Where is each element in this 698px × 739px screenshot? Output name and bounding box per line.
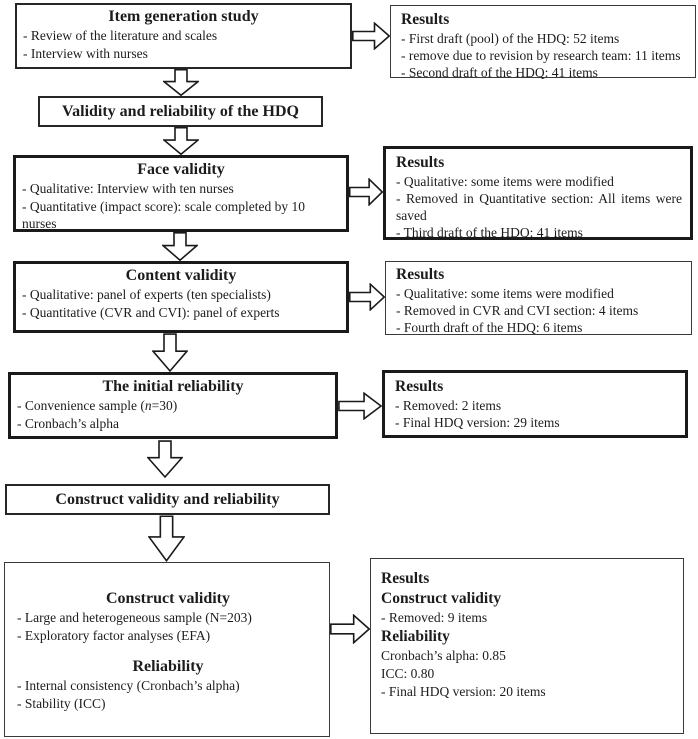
results-line: - Qualitative: some items were modified bbox=[396, 286, 614, 301]
text-span: =30) bbox=[151, 398, 178, 413]
box-line: - Quantitative (CVR and CVI): panel of e… bbox=[22, 304, 280, 320]
results-heading: Results bbox=[401, 11, 450, 28]
box-line: - Review of the literature and scales bbox=[23, 28, 218, 43]
results-heading: Results bbox=[381, 570, 430, 587]
item-generation-box: Item generation study - Review of the li… bbox=[15, 3, 352, 69]
box-line: - Internal consistency (Cronbach’s alpha… bbox=[17, 678, 240, 693]
results-line: - Second draft of the HDQ: 41 items bbox=[401, 65, 598, 80]
box-line: - Convenience sample (n=30) bbox=[11, 397, 335, 415]
construct-validity-banner: Construct validity and reliability bbox=[5, 484, 330, 515]
box-title: The initial reliability bbox=[102, 378, 244, 395]
box-line: - Quantitative (impact score): scale com… bbox=[22, 198, 306, 232]
results-heading: Results bbox=[396, 266, 445, 283]
text-span: - Convenience sample ( bbox=[17, 398, 145, 413]
results-line: - Final HDQ version: 29 items bbox=[395, 415, 560, 430]
content-validity-box: Content validity - Qualitative: panel of… bbox=[13, 261, 349, 333]
section-title: Construct validity bbox=[106, 590, 230, 607]
arrow-down-icon bbox=[148, 515, 185, 562]
validity-reliability-banner: Validity and reliability of the HDQ bbox=[38, 96, 323, 127]
arrow-down-icon bbox=[162, 232, 198, 261]
box-line: - Cronbach’s alpha bbox=[17, 415, 119, 431]
text-span: n bbox=[144, 398, 152, 413]
face-validity-results-box: Results - Qualitative: some items were m… bbox=[383, 146, 693, 240]
arrow-down-icon bbox=[163, 127, 199, 155]
results-line: - Final HDQ version: 20 items bbox=[381, 684, 546, 699]
arrow-right-icon bbox=[349, 283, 385, 311]
arrow-right-icon bbox=[338, 392, 382, 420]
results-line: - Qualitative: some items were modified bbox=[396, 174, 614, 189]
results-line: - remove due to revision by research tea… bbox=[401, 48, 681, 63]
box-line: - Interview with nurses bbox=[23, 45, 148, 61]
results-line: Cronbach’s alpha: 0.85 bbox=[381, 648, 506, 663]
results-line: ICC: 0.80 bbox=[381, 666, 435, 681]
results-heading: Results bbox=[395, 378, 444, 395]
results-line: - Removed in CVR and CVI section: 4 item… bbox=[396, 303, 639, 318]
construct-validity-results-box: Results Construct validity - Removed: 9 … bbox=[370, 558, 684, 734]
face-validity-box: Face validity - Qualitative: Interview w… bbox=[13, 155, 349, 232]
results-line: - Fourth draft of the HDQ: 6 items bbox=[396, 320, 583, 335]
results-line: - First draft (pool) of the HDQ: 52 item… bbox=[401, 31, 620, 46]
box-line: - Qualitative: Interview with ten nurses bbox=[22, 181, 234, 196]
box-title: Item generation study bbox=[108, 8, 259, 25]
arrow-down-icon bbox=[147, 440, 183, 478]
box-line: - Exploratory factor analyses (EFA) bbox=[17, 627, 211, 643]
item-generation-results-box: Results - First draft (pool) of the HDQ:… bbox=[390, 5, 696, 80]
results-heading: Results bbox=[396, 154, 445, 171]
box-line: - Large and heterogeneous sample (N=203) bbox=[17, 610, 252, 625]
box-line: - Stability (ICC) bbox=[17, 695, 106, 711]
box-line: - Qualitative: panel of experts (ten spe… bbox=[22, 287, 271, 302]
banner-title: Validity and reliability of the HDQ bbox=[62, 102, 299, 120]
results-subheading: Reliability bbox=[381, 628, 450, 645]
box-title: Content validity bbox=[125, 267, 237, 284]
results-line: - Third draft of the HDQ: 41 items bbox=[396, 225, 583, 240]
section-title: Reliability bbox=[132, 658, 204, 675]
results-subheading: Construct validity bbox=[381, 590, 502, 607]
results-line: - Removed in Quantitative section: All i… bbox=[396, 191, 682, 223]
arrow-down-icon bbox=[152, 333, 188, 372]
construct-validity-box: Construct validity - Large and heterogen… bbox=[4, 562, 330, 737]
results-line: - Removed: 9 items bbox=[381, 610, 488, 625]
arrow-right-icon bbox=[349, 178, 383, 206]
arrow-right-icon bbox=[352, 22, 390, 50]
box-title: Face validity bbox=[137, 161, 225, 178]
arrow-right-icon bbox=[330, 614, 370, 644]
results-line: - Removed: 2 items bbox=[395, 398, 502, 413]
initial-reliability-box: The initial reliability - Convenience sa… bbox=[8, 372, 338, 439]
content-validity-results-box: Results - Qualitative: some items were m… bbox=[385, 261, 692, 335]
banner-title: Construct validity and reliability bbox=[55, 490, 280, 508]
arrow-down-icon bbox=[163, 69, 199, 96]
initial-reliability-results-box: Results - Removed: 2 items - Final HDQ v… bbox=[382, 370, 688, 438]
